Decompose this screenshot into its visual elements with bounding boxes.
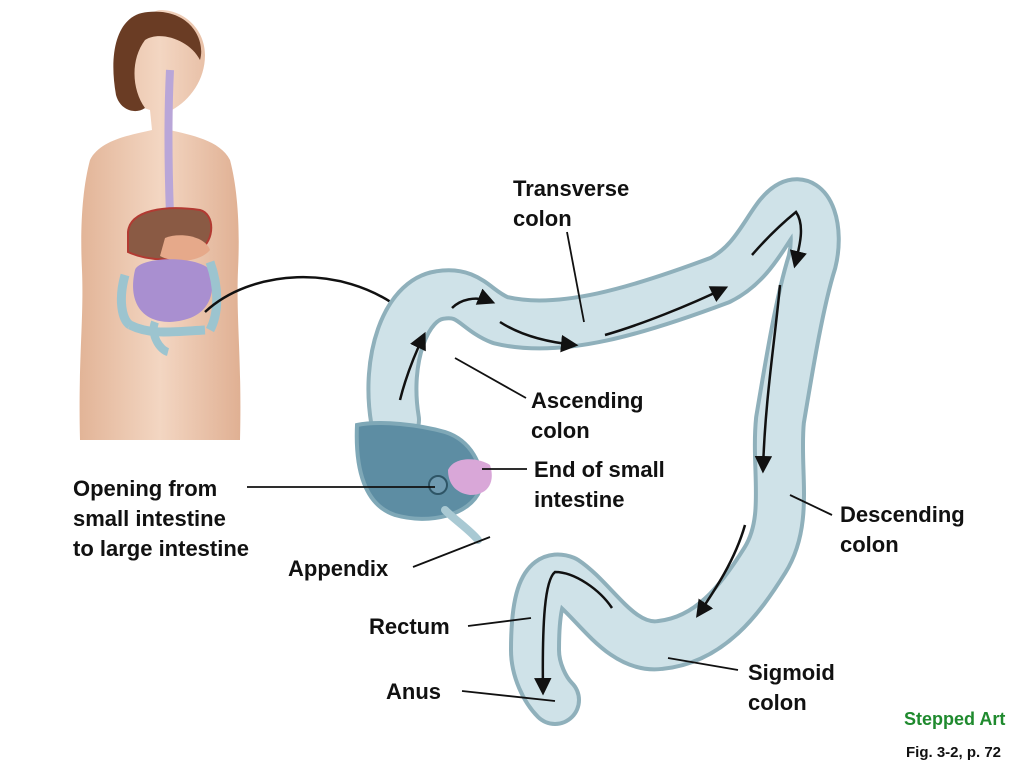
torso-figure <box>79 10 241 440</box>
label-appendix: Appendix <box>288 556 389 581</box>
stepped-art-caption: Stepped Art <box>904 709 1006 729</box>
label-anus: Anus <box>386 679 441 704</box>
pointer-arrow <box>204 276 405 313</box>
label-rectum: Rectum <box>369 614 450 639</box>
flow-arrows <box>398 210 807 696</box>
large-intestine <box>354 177 841 726</box>
label-sigmoid-colon: Sigmoid colon <box>748 660 835 715</box>
label-end-of-small-intestine: End of small intestine <box>534 457 665 512</box>
label-opening: Opening from small intestine to large in… <box>73 476 250 561</box>
label-transverse-colon: Transverse colon <box>513 176 630 231</box>
label-ascending-colon: Ascending colon <box>531 388 644 443</box>
label-descending-colon: Descending colon <box>840 502 965 557</box>
figure-reference: Fig. 3-2, p. 72 <box>906 744 1002 761</box>
leader-lines <box>247 231 833 702</box>
